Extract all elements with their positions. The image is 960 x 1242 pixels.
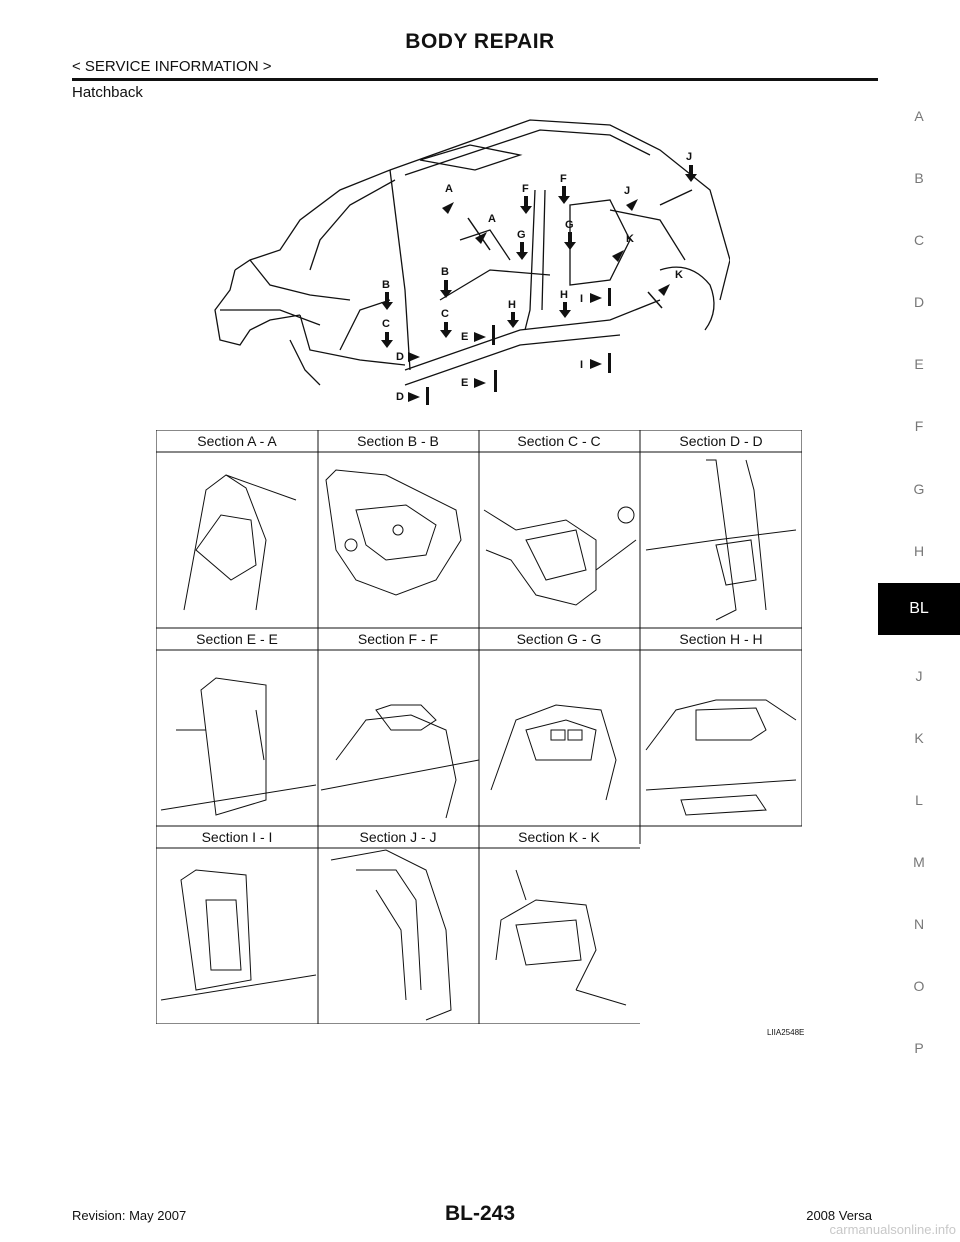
section-label-c: Section C - C: [517, 433, 600, 449]
section-label-b: Section B - B: [357, 433, 439, 449]
page-title: BODY REPAIR: [405, 30, 555, 53]
marker-e2: E: [461, 377, 468, 389]
figure-code: LIIA2548E: [767, 1028, 805, 1037]
marker-b1: B: [382, 279, 390, 291]
watermark: carmanualsonline.info: [829, 1222, 956, 1237]
section-label-e: Section E - E: [196, 631, 278, 647]
marker-c2: C: [441, 308, 449, 320]
marker-h1: H: [508, 299, 516, 311]
tab-g[interactable]: G: [913, 481, 925, 497]
section-label-g: Section G - G: [517, 631, 602, 647]
tab-b[interactable]: B: [914, 170, 924, 186]
tab-bl[interactable]: BL: [878, 583, 960, 635]
section-label-f: Section F - F: [358, 631, 438, 647]
tab-m[interactable]: M: [913, 854, 925, 870]
marker-k2: K: [675, 269, 683, 281]
body-type-subtitle: Hatchback: [72, 84, 143, 101]
tab-p[interactable]: P: [914, 1040, 924, 1056]
body-shell-diagram: A A B B C C D D E E F F G G: [214, 119, 730, 405]
section-label-h: Section H - H: [679, 631, 762, 647]
tab-e[interactable]: E: [914, 356, 924, 372]
marker-a2: A: [488, 213, 496, 225]
marker-j1: J: [686, 151, 692, 163]
tab-f[interactable]: F: [914, 418, 924, 434]
tab-h[interactable]: H: [913, 543, 925, 559]
marker-j2: J: [624, 185, 630, 197]
tab-k[interactable]: K: [914, 730, 924, 746]
marker-g2: G: [565, 219, 574, 231]
breadcrumb: < SERVICE INFORMATION >: [72, 58, 272, 75]
section-label-d: Section D - D: [679, 433, 762, 449]
section-label-i: Section I - I: [202, 829, 273, 845]
tab-d[interactable]: D: [913, 294, 925, 310]
tab-c[interactable]: C: [913, 232, 925, 248]
section-views-grid: Section A - A Section B - B Section C - …: [156, 430, 802, 1024]
section-label-k: Section K - K: [518, 829, 600, 845]
tab-o[interactable]: O: [913, 978, 925, 994]
marker-e1: E: [461, 331, 468, 343]
page-number: BL-243: [444, 1202, 516, 1225]
marker-a1: A: [445, 183, 453, 195]
marker-c1: C: [382, 318, 390, 330]
marker-k1: K: [626, 233, 634, 245]
revision-date: Revision: May 2007: [72, 1208, 187, 1223]
marker-f1: F: [522, 183, 529, 195]
marker-i2: I: [580, 359, 583, 371]
section-label-j: Section J - J: [359, 829, 436, 845]
marker-h2: H: [560, 289, 568, 301]
section-label-a: Section A - A: [197, 433, 277, 449]
marker-g1: G: [517, 229, 526, 241]
tab-l[interactable]: L: [915, 792, 923, 808]
section-index-tabs: A B C D E F G H BL J K L M N O P: [878, 0, 960, 1242]
marker-b2: B: [441, 266, 449, 278]
marker-d1: D: [396, 351, 404, 363]
marker-i1: I: [580, 293, 583, 305]
header-rule: [72, 78, 878, 81]
marker-f2: F: [560, 173, 567, 185]
marker-d2: D: [396, 391, 404, 403]
tab-j[interactable]: J: [915, 668, 923, 684]
vehicle-model: 2008 Versa: [806, 1208, 872, 1223]
tab-a[interactable]: A: [914, 108, 924, 124]
tab-n[interactable]: N: [913, 916, 925, 932]
